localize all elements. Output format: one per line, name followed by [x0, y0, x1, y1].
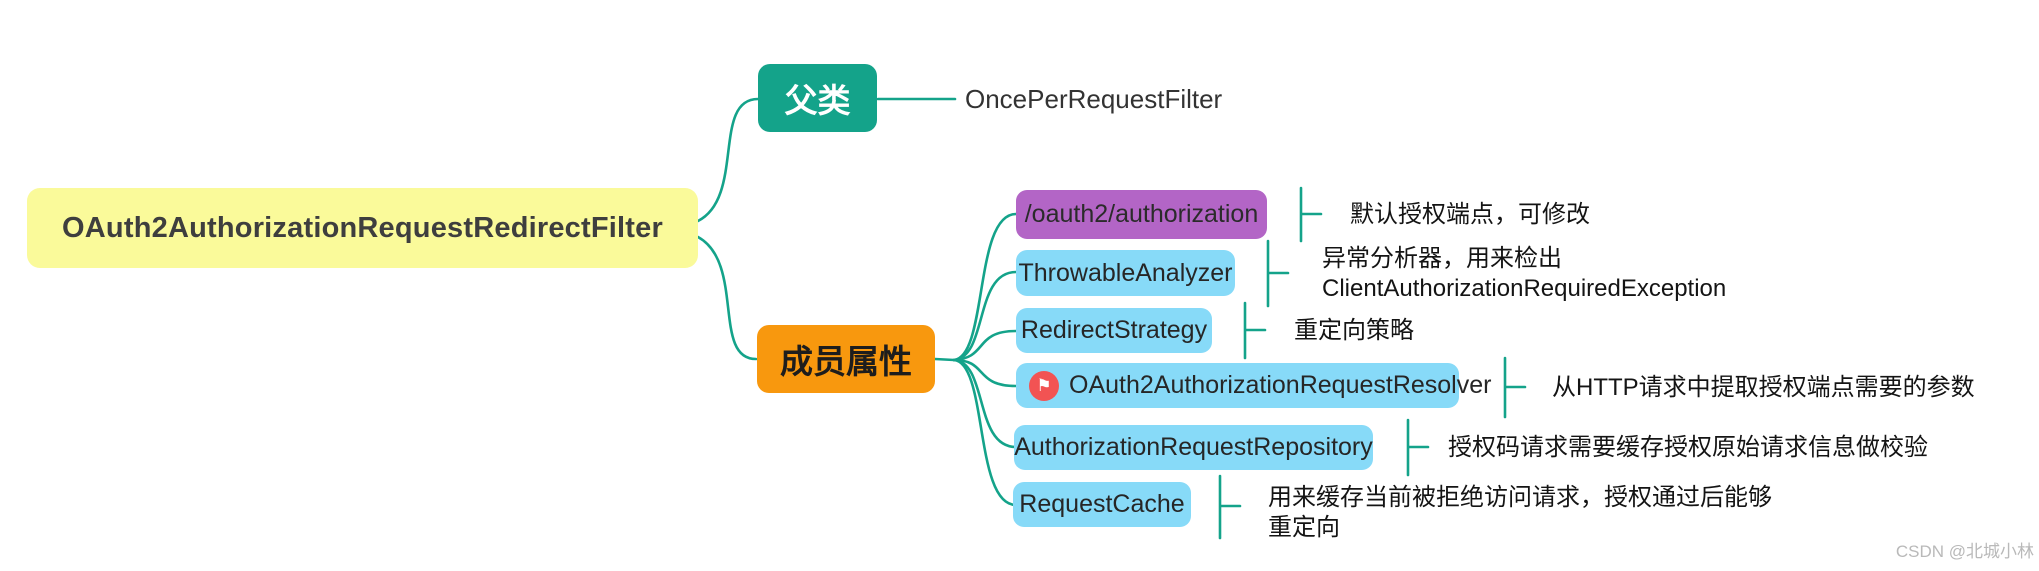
note-request-resolver: 从HTTP请求中提取授权端点需要的参数: [1552, 374, 1975, 401]
branch-member-properties[interactable]: 成员属性: [757, 325, 935, 393]
member-node-label: OAuth2AuthorizationRequestResolver: [1069, 371, 1492, 399]
note-throwable-analyzer: 异常分析器，用来检出 ClientAuthorizationRequiredEx…: [1322, 244, 1726, 304]
bracket-note-4: [1406, 418, 1430, 477]
member-node-label: RequestCache: [1019, 490, 1185, 518]
member-node-throwable-analyzer[interactable]: ThrowableAnalyzer: [1016, 250, 1235, 296]
link-root-members: [696, 235, 758, 361]
member-node-request-repository[interactable]: AuthorizationRequestRepository: [1014, 425, 1373, 470]
bracket-note-0: [1299, 186, 1323, 243]
branch-member-properties-label: 成员属性: [780, 343, 912, 380]
branch-parent-class[interactable]: 父类: [758, 64, 877, 132]
link-member-3: [952, 358, 1018, 388]
link-members-stub: [933, 357, 956, 362]
root-node[interactable]: OAuth2AuthorizationRequestRedirectFilter: [27, 188, 698, 268]
branch-parent-class-label: 父类: [784, 82, 851, 119]
note-line-1: 异常分析器，用来检出: [1322, 245, 1562, 272]
member-node-redirect-strategy[interactable]: RedirectStrategy: [1016, 308, 1212, 353]
note-redirect-strategy: 重定向策略: [1294, 317, 1414, 344]
note-line-2: 重定向: [1268, 514, 1340, 541]
note-line-2: ClientAuthorizationRequiredException: [1322, 275, 1727, 302]
member-node-label: ThrowableAnalyzer: [1018, 258, 1233, 287]
parent-class-value[interactable]: OncePerRequestFilter: [965, 84, 1223, 114]
note-request-repository: 授权码请求需要缓存授权原始请求信息做校验: [1448, 434, 1928, 461]
link-member-0: [952, 212, 1018, 362]
link-member-4: [952, 358, 1018, 449]
member-node-label: RedirectStrategy: [1020, 316, 1208, 344]
bracket-note-1: [1266, 239, 1290, 308]
member-node-request-cache[interactable]: RequestCache: [1013, 482, 1191, 527]
bracket-note-2: [1243, 301, 1267, 360]
member-node-label: AuthorizationRequestRepository: [1014, 433, 1373, 461]
member-node-label: /oauth2/authorization: [1024, 200, 1259, 228]
member-node-request-resolver[interactable]: ⚑ OAuth2AuthorizationRequestResolver: [1016, 363, 1491, 408]
link-member-2: [952, 329, 1018, 362]
bracket-note-3: [1503, 356, 1527, 419]
link-member-1: [952, 270, 1018, 362]
link-member-5: [952, 358, 1018, 507]
note-line-1: 用来缓存当前被拒绝访问请求，授权通过后能够: [1268, 484, 1772, 511]
flag-icon: ⚑: [1029, 370, 1059, 401]
member-node-oauth2-authorization[interactable]: /oauth2/authorization: [1016, 190, 1267, 239]
link-root-parent: [696, 97, 760, 223]
csdn-watermark: CSDN @北城小林: [1895, 542, 2034, 561]
bracket-note-5: [1218, 474, 1242, 540]
note-oauth2-authorization: 默认授权端点，可修改: [1350, 201, 1590, 228]
root-node-label: OAuth2AuthorizationRequestRedirectFilter: [62, 211, 663, 244]
note-request-cache: 用来缓存当前被拒绝访问请求，授权通过后能够 重定向: [1268, 483, 1772, 543]
